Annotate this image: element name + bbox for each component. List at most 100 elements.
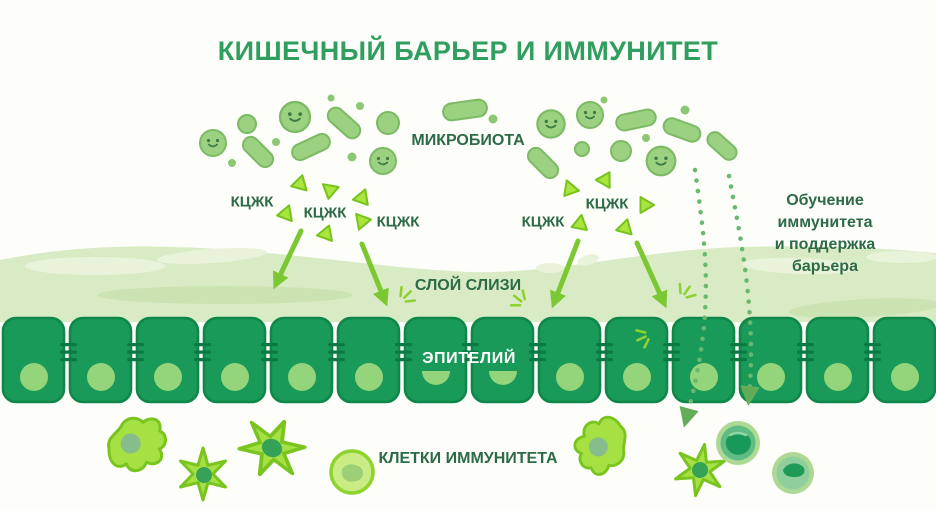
immunity-note-line1: Обучение иммунитета [777,192,873,231]
scfa-triangle-icon [290,172,312,192]
bacterium-round-icon [199,129,227,157]
cell-nucleus [87,363,115,391]
label-scfa-1: КЦЖК [230,193,274,211]
tight-junction-icon [462,343,479,347]
tight-junction-icon [328,343,345,347]
label-scfa-4: КЦЖК [521,213,565,231]
scfa-triangle-icon [615,216,637,236]
cell-nucleus [824,363,852,391]
tight-junction-icon [395,350,412,354]
tight-junction-icon [395,343,412,347]
immune-cells-group [104,407,814,502]
bacterium-round-icon [645,145,677,177]
signal-paths [679,167,760,428]
lymphocyte-icon [716,421,760,465]
macrophage-icon [104,414,170,475]
tight-junction-icon [60,350,77,354]
bacterium-dot-icon [228,159,236,167]
down-arrow-icon [550,238,581,309]
bacterium-round-icon [576,101,604,129]
tight-junction-icon [663,350,680,354]
cell-nucleus [690,363,718,391]
down-arrow-icon [273,228,304,290]
tight-junction-icon [864,343,881,347]
label-mucus-layer: СЛОЙ СЛИЗИ [414,277,522,294]
lymphocyte-icon [772,452,814,494]
scfa-triangle-icon [639,196,655,214]
scfa-triangle-icon [557,179,581,203]
tight-junction-icon [127,358,144,362]
cell-nucleus [288,363,316,391]
bacterium-round-icon [278,100,312,134]
scfa-triangle-icon [315,221,338,242]
bacterium-dot-icon [327,94,335,102]
tight-junction-icon [663,343,680,347]
bacterium-dot-icon [272,138,280,146]
tight-junction-icon [529,350,546,354]
tight-junction-icon [194,343,211,347]
tight-junction-icon [864,350,881,354]
tight-junction-icon [261,343,278,347]
tight-junction-icon [730,350,747,354]
cell-nucleus [757,363,785,391]
microbiota-cluster-right [526,96,738,180]
page-title: КИШЕЧНЫЙ БАРЬЕР И ИММУНИТЕТ [217,36,719,66]
bacterium-dot-icon [600,96,608,104]
tight-junction-icon [395,358,412,362]
tight-junction-icon [864,358,881,362]
down-arrow-icon [634,240,668,309]
tight-junction-icon [127,343,144,347]
bacterium-round-icon [610,140,632,162]
cell-nucleus [891,363,919,391]
cell-nucleus [623,363,651,391]
tight-junction-icon [730,343,747,347]
mucus-layer [0,246,936,322]
down-arrow-icon [359,241,389,307]
tight-junction-icon [462,350,479,354]
cell-nucleus [154,363,182,391]
scfa-triangle-icon [594,167,618,189]
tight-junction-icon [127,350,144,354]
label-scfa-2: КЦЖК [303,204,347,222]
dendritic-cell-icon [231,407,313,489]
tight-junction-icon [797,350,814,354]
dotted-arrow-icon [679,167,709,428]
tight-junction-icon [529,358,546,362]
scfa-triangle-icon [567,213,588,236]
tight-junction-icon [60,358,77,362]
tight-junction-icon [529,343,546,347]
tight-junction-icon [663,358,680,362]
bacterium-round-icon [376,111,400,135]
cell-nucleus [20,363,48,391]
tight-junction-icon [596,343,613,347]
tight-junction-icon [328,358,345,362]
lymphocyte-icon [329,449,375,495]
bacterium-rod-icon [241,135,275,169]
bacterium-dot-icon [488,114,498,124]
tight-junction-icon [261,350,278,354]
bacterium-dot-icon [680,105,690,115]
tight-junction-icon [194,358,211,362]
epithelium-cell-row [1,316,936,404]
dendritic-cell-icon [671,438,729,502]
bacterium-dot-icon [642,134,650,142]
immunity-note-line2: и поддержка барьера [774,236,876,275]
bacterium-round-icon [369,147,397,175]
label-immune-cells: КЛЕТКИ ИММУНИТЕТА [378,450,558,467]
bacterium-dot-icon [356,102,364,110]
tight-junction-icon [596,350,613,354]
immunity-note: Обучение иммунитета и поддержка барьера [770,190,881,278]
bacterium-rod-icon [615,108,657,132]
bacterium-dot-icon [347,152,357,162]
tight-junction-icon [328,350,345,354]
tight-junction-icon [730,358,747,362]
microbiota-cluster-left [199,94,498,175]
bacterium-rod-icon [662,117,702,143]
scfa-triangle-icon [274,204,293,225]
bacterium-round-icon [536,109,566,139]
bacterium-round-icon [237,114,257,134]
label-scfa-3: КЦЖК [376,213,420,231]
cell-nucleus [355,363,383,391]
dendritic-cell-icon [179,446,227,502]
